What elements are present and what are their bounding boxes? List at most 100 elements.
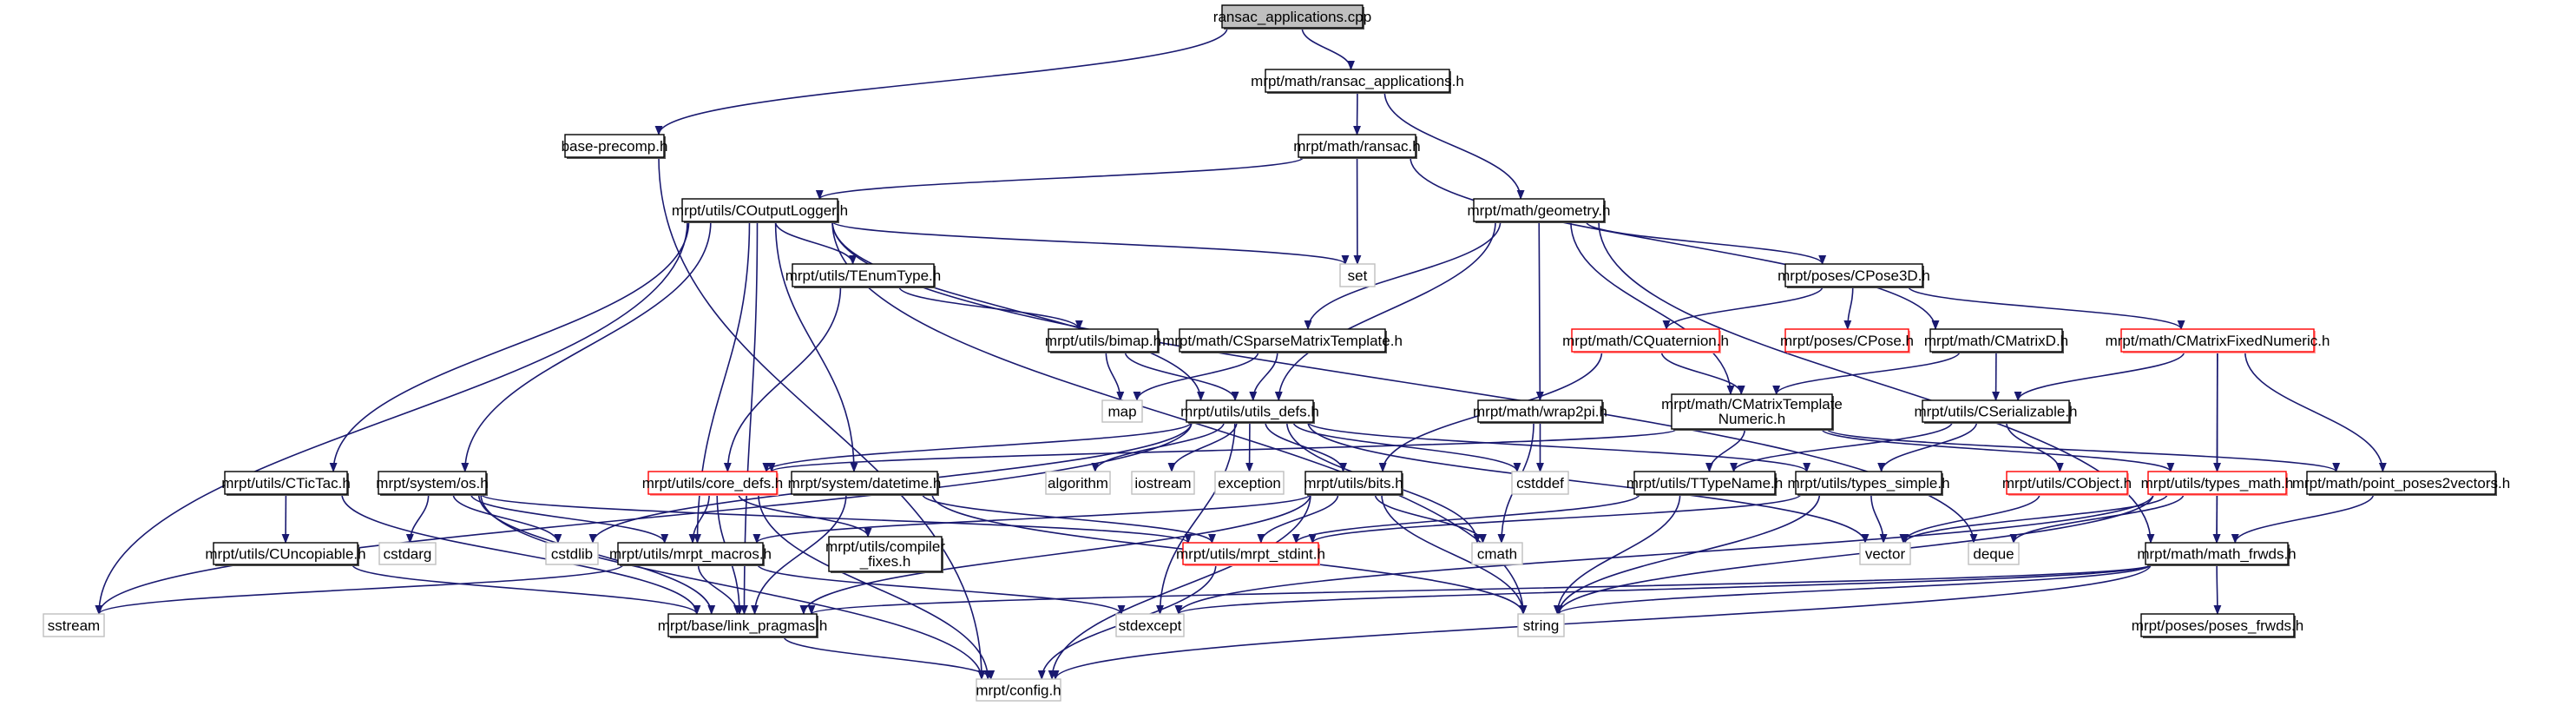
node-box <box>545 542 599 565</box>
node-label: mrpt/poses/CPose.h <box>1780 333 1914 349</box>
node-cstddef: cstddef <box>1511 471 1569 495</box>
edge-macros-to-stdexcept <box>757 564 1126 616</box>
node-tenum[interactable]: mrpt/utils/TEnumType.h <box>785 263 942 288</box>
node-lp[interactable]: mrpt/base/link_pragmas.h <box>658 613 828 638</box>
node-ttn[interactable]: mrpt/utils/TTypeName.h <box>1626 471 1783 496</box>
node-box <box>2006 471 2128 495</box>
edge-bits-to-lp <box>799 493 1311 616</box>
edge-tenum-to-core <box>723 286 842 473</box>
node-box <box>1221 4 1364 29</box>
node-label: stdexcept <box>1119 617 1182 634</box>
node-label: mrpt/math/CMatrixD.h <box>1924 333 2068 349</box>
node-box <box>1304 471 1403 495</box>
node-cmfn[interactable]: mrpt/math/CMatrixFixedNumeric.h <box>2106 328 2330 353</box>
node-dt[interactable]: mrpt/system/datetime.h <box>788 471 942 496</box>
node-algo: algorithm <box>1045 471 1111 495</box>
node-label: vector <box>1865 546 1906 563</box>
edge-col-to-tenum <box>774 221 858 266</box>
node-box <box>2140 613 2295 637</box>
edge-cmatd-to-cmtn <box>1772 351 1961 396</box>
node-tmath[interactable]: mrpt/utils/types_math.h <box>2141 471 2294 496</box>
node-bimap[interactable]: mrpt/utils/bimap.h <box>1045 328 1161 353</box>
node-label: mrpt/poses/CPose3D.h <box>1778 267 1930 284</box>
node-box <box>1922 399 2070 423</box>
node-stdint[interactable]: mrpt/utils/mrpt_stdint.h <box>1176 542 1325 566</box>
node-label: sstream <box>48 617 100 634</box>
edge-col-to-os <box>461 221 712 473</box>
edge-tsimple-to-vector <box>1870 493 1888 544</box>
node-cquat[interactable]: mrpt/math/CQuaternion.h <box>1562 328 1729 353</box>
node-unc[interactable]: mrpt/utils/CUncopiable.h <box>205 542 366 566</box>
node-ransac[interactable]: mrpt/math/ransac.h <box>1293 134 1421 159</box>
edge-cser-to-ttn <box>1730 421 1953 473</box>
edge-geo-to-udefs <box>1274 221 1496 402</box>
node-label: mrpt/math/ransac_applications.h <box>1251 73 1464 89</box>
node-box <box>1784 328 1909 353</box>
node-box <box>1473 198 1605 222</box>
node-macros[interactable]: mrpt/utils/mrpt_macros.h <box>609 542 772 566</box>
node-mfrwds[interactable]: mrpt/math/math_frwds.h <box>2137 542 2297 566</box>
node-cobj[interactable]: mrpt/utils/CObject.h <box>2002 471 2132 496</box>
node-label: mrpt/base/link_pragmas.h <box>658 617 828 634</box>
edge-cmtn-to-ttn <box>1705 428 1746 473</box>
node-label: mrpt/utils/bits.h <box>1304 475 1403 492</box>
node-box <box>1517 613 1565 637</box>
node-tictac[interactable]: mrpt/utils/CTicTac.h <box>221 471 351 496</box>
node-label: mrpt/system/os.h <box>376 475 488 492</box>
node-cpp[interactable]: ransac_applications.cpp <box>1213 4 1371 30</box>
edge-os-to-stdint <box>480 493 1193 544</box>
node-tsimple[interactable]: mrpt/utils/types_simple.h <box>1787 471 1950 496</box>
edge-cmtn-to-pp2v <box>1826 428 2340 473</box>
node-label: mrpt/utils/types_simple.h <box>1787 475 1949 492</box>
edge-cpose3d-to-cpose <box>1843 286 1854 331</box>
node-label: mrpt/math/math_frwds.h <box>2137 546 2296 563</box>
edge-lp-to-config <box>783 636 996 681</box>
node-stdexcept: stdexcept <box>1115 613 1185 637</box>
node-pfrwds[interactable]: mrpt/poses/poses_frwds.h <box>2132 613 2303 638</box>
edge-udefs-to-cstddef <box>1292 421 1521 473</box>
node-box <box>681 198 838 222</box>
edge-macros-to-lp <box>697 564 741 616</box>
node-cfix[interactable]: mrpt/utils/compiler_fixes.h <box>825 536 945 573</box>
node-box <box>2145 542 2289 565</box>
edge-mfrwds-to-pfrwds <box>2213 564 2222 616</box>
node-wrap[interactable]: mrpt/math/wrap2pi.h <box>1473 399 1607 424</box>
edge-cmfn-to-pp2v <box>2244 351 2387 473</box>
node-bits[interactable]: mrpt/utils/bits.h <box>1304 471 1403 496</box>
edge-tenum-to-bimap <box>898 286 1083 331</box>
node-cpose3d[interactable]: mrpt/poses/CPose3D.h <box>1778 263 1930 288</box>
node-core[interactable]: mrpt/utils/core_defs.h <box>642 471 784 496</box>
node-geo[interactable]: mrpt/math/geometry.h <box>1467 198 1611 223</box>
edge-udefs-to-core <box>762 421 1193 473</box>
node-box <box>1131 471 1195 495</box>
edge-udefs-to-algo <box>1091 421 1226 473</box>
node-label: cstdlib <box>551 546 593 563</box>
edge-geo-to-cpose3d <box>1585 221 1827 266</box>
node-cpose[interactable]: mrpt/poses/CPose.h <box>1780 328 1914 353</box>
node-csparse[interactable]: mrpt/math/CSparseMatrixTemplate.h <box>1162 328 1403 353</box>
edge-tmath-to-deque <box>2009 493 2185 544</box>
node-col[interactable]: mrpt/utils/COutputLogger.h <box>672 198 848 223</box>
node-udefs[interactable]: mrpt/utils/utils_defs.h <box>1180 399 1319 424</box>
node-label: mrpt/utils/core_defs.h <box>642 475 784 492</box>
node-os[interactable]: mrpt/system/os.h <box>376 471 489 496</box>
node-box <box>1214 471 1285 495</box>
node-rah[interactable]: mrpt/math/ransac_applications.h <box>1251 69 1464 94</box>
edge-bp-to-config <box>658 156 986 681</box>
node-box <box>1633 471 1776 495</box>
node-box <box>1182 542 1319 565</box>
edge-cpp-to-bp <box>654 27 1228 136</box>
node-label: mrpt/poses/poses_frwds.h <box>2132 617 2303 634</box>
node-cmatd[interactable]: mrpt/math/CMatrixD.h <box>1924 328 2068 353</box>
node-cser[interactable]: mrpt/utils/CSerializable.h <box>1914 399 2078 424</box>
node-pp2v[interactable]: mrpt/math/point_poses2vectors.h <box>2292 471 2510 496</box>
edge-mfrwds-to-string <box>1554 564 2152 616</box>
edge-os-to-cstdlib <box>452 493 562 544</box>
node-box <box>378 542 437 565</box>
edge-cmtn-to-core <box>768 428 1678 473</box>
node-bp[interactable]: base-precomp.h <box>562 134 668 159</box>
edge-cpose3d-to-cquat <box>1662 286 1824 331</box>
node-exc: exception <box>1214 471 1285 495</box>
node-box <box>792 263 935 287</box>
